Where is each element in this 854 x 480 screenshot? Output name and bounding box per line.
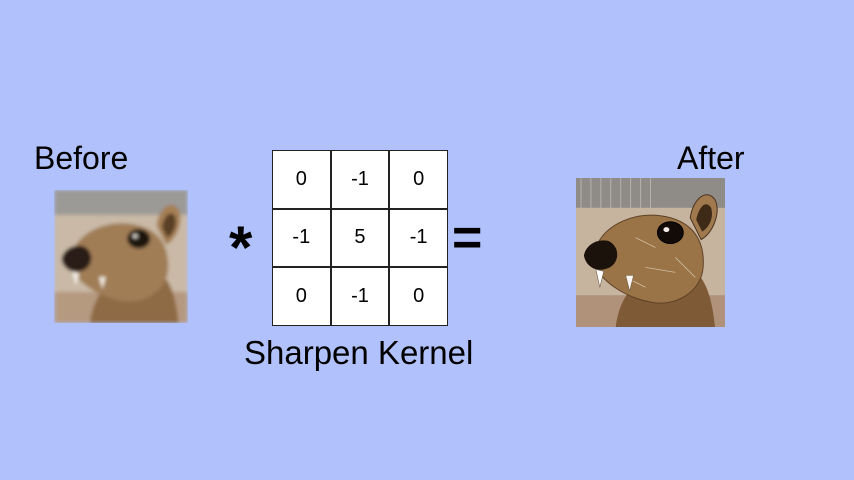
kernel-cell-r0c0: 0 (273, 151, 330, 208)
kernel-cell-r2c1: -1 (331, 268, 389, 325)
after-label: After (677, 140, 745, 176)
kernel-cell-r1c2: -1 (390, 209, 447, 267)
convolution-operator: * (229, 214, 253, 281)
kernel-cell-r1c0: -1 (273, 209, 330, 267)
kernel-cell-r1c1: 5 (331, 209, 389, 267)
before-image (54, 190, 188, 323)
equals-operator: = (452, 209, 483, 267)
after-image (576, 178, 725, 327)
kernel-cell-r0c1: -1 (331, 151, 389, 208)
sharpen-kernel-grid: 0 -1 0 -1 5 -1 0 -1 0 (272, 150, 448, 326)
kernel-caption: Sharpen Kernel (244, 334, 474, 371)
kernel-cell-r0c2: 0 (390, 151, 447, 208)
before-label: Before (34, 140, 129, 176)
kernel-cell-r2c2: 0 (390, 268, 447, 325)
kernel-cell-r2c0: 0 (273, 268, 330, 325)
